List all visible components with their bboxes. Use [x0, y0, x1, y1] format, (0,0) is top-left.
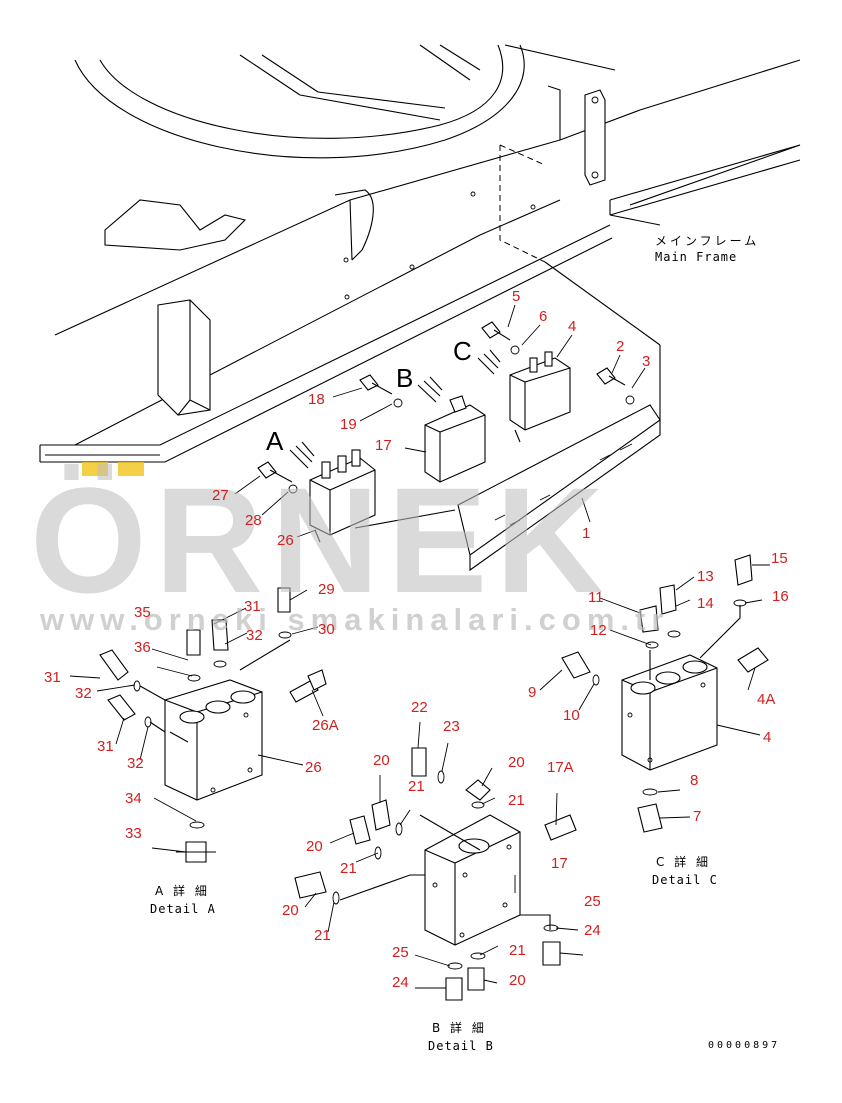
- callout-b-22: 22: [411, 699, 428, 716]
- document-number: 00000897: [708, 1040, 780, 1051]
- view-letters: A B C: [266, 336, 472, 456]
- callout-1: 1: [582, 525, 590, 542]
- callout-a-32-top: 32: [246, 627, 263, 644]
- bolts-assembled: [257, 321, 635, 494]
- bracket-plate-1: [354, 404, 661, 572]
- callout-b-20-d: 20: [282, 902, 299, 919]
- valve-block-4-assembled: [509, 351, 571, 443]
- callout-b-21-c: 21: [340, 860, 357, 877]
- callout-b-20-e: 20: [509, 972, 526, 989]
- callout-b-21-a: 21: [408, 778, 425, 795]
- detail-titles: A 詳 細 Detail A B 詳 細 Detail B C 詳 細 Deta…: [150, 854, 718, 1053]
- part-callouts: 5 6 4 2 3 18 19 17 27 28 26 1 29 30 31 3…: [44, 288, 789, 991]
- callout-28: 28: [245, 512, 262, 529]
- watermark-url: www.orneki smakinalari.com.tr: [39, 602, 669, 637]
- callout-a-26: 26: [305, 759, 322, 776]
- view-letter-c: C: [453, 336, 472, 366]
- detail-c-title-en: Detail C: [652, 873, 718, 887]
- callout-5: 5: [512, 288, 520, 305]
- callout-c-10: 10: [563, 707, 580, 724]
- detail-b-title-en: Detail B: [428, 1039, 494, 1053]
- callout-b-20-a: 20: [373, 752, 390, 769]
- callout-c-16: 16: [772, 588, 789, 605]
- callout-b-21-b: 21: [508, 792, 525, 809]
- callout-b-20-b: 20: [508, 754, 525, 771]
- callout-c-15: 15: [771, 550, 788, 567]
- callout-26: 26: [277, 532, 294, 549]
- callout-b-21-d: 21: [314, 927, 331, 944]
- detail-c-drawing: [539, 554, 770, 833]
- callout-a-36: 36: [134, 639, 151, 656]
- callout-4: 4: [568, 318, 576, 335]
- callout-b-21-e: 21: [509, 942, 526, 959]
- callout-19: 19: [340, 416, 357, 433]
- callout-a-32-mid: 32: [127, 755, 144, 772]
- callout-18: 18: [308, 391, 325, 408]
- callout-a-30: 30: [318, 621, 335, 638]
- callout-b-25-b: 25: [392, 944, 409, 961]
- callout-c-4: 4: [763, 729, 771, 746]
- detail-b-drawing: [294, 721, 584, 1001]
- callout-b-17A: 17A: [547, 759, 574, 776]
- view-arrows: [289, 349, 501, 469]
- valve-block-26-assembled: [309, 449, 376, 543]
- callout-c-7: 7: [693, 808, 701, 825]
- callout-c-12: 12: [590, 622, 607, 639]
- callout-b-17: 17: [551, 855, 568, 872]
- callout-a-26A: 26A: [312, 717, 339, 734]
- view-letter-b: B: [396, 363, 413, 393]
- callout-a-32-left: 32: [75, 685, 92, 702]
- callout-c-13: 13: [697, 568, 714, 585]
- valve-block-17-assembled: [424, 395, 486, 483]
- callout-a-29: 29: [318, 581, 335, 598]
- callout-a-35: 35: [134, 604, 151, 621]
- callout-b-25-a: 25: [584, 893, 601, 910]
- frame-label-en: Main Frame: [655, 250, 737, 264]
- detail-a-title-en: Detail A: [150, 902, 216, 916]
- main-frame-drawing: [39, 44, 801, 463]
- view-letter-a: A: [266, 426, 284, 456]
- callout-6: 6: [539, 308, 547, 325]
- callout-c-9: 9: [528, 684, 536, 701]
- callout-c-11: 11: [588, 589, 604, 606]
- callout-a-33: 33: [125, 825, 142, 842]
- frame-label: メインフレーム Main Frame: [655, 234, 759, 264]
- callout-a-31-mid: 31: [97, 738, 114, 755]
- callout-b-24-b: 24: [392, 974, 409, 991]
- frame-label-jp: メインフレーム: [655, 234, 759, 248]
- callout-b-23: 23: [443, 718, 460, 735]
- watermark-dot-right: [118, 462, 144, 476]
- detail-a-drawing: [69, 587, 327, 863]
- callout-17: 17: [375, 437, 392, 454]
- detail-c-title-jp: C 詳 細: [656, 854, 711, 869]
- callout-3: 3: [642, 353, 650, 370]
- callout-a-31-left: 31: [44, 669, 61, 686]
- callout-c-14: 14: [697, 595, 714, 612]
- callout-27: 27: [212, 487, 229, 504]
- callout-c-4A: 4A: [757, 691, 775, 708]
- callout-a-31-top: 31: [244, 598, 261, 615]
- detail-a-title-jp: A 詳 細: [155, 883, 210, 898]
- callout-b-24-a: 24: [584, 922, 601, 939]
- callout-a-34: 34: [125, 790, 142, 807]
- callout-2: 2: [616, 338, 624, 355]
- assembled-leaders: [234, 304, 646, 538]
- watermark-brand: ÖRNEK: [30, 456, 612, 624]
- callout-c-8: 8: [690, 772, 698, 789]
- detail-b-title-jp: B 詳 細: [432, 1020, 487, 1035]
- watermark-dot-left: [82, 462, 108, 476]
- watermark: ÖRNEK www.orneki smakinalari.com.tr: [30, 456, 669, 637]
- callout-b-20-c: 20: [306, 838, 323, 855]
